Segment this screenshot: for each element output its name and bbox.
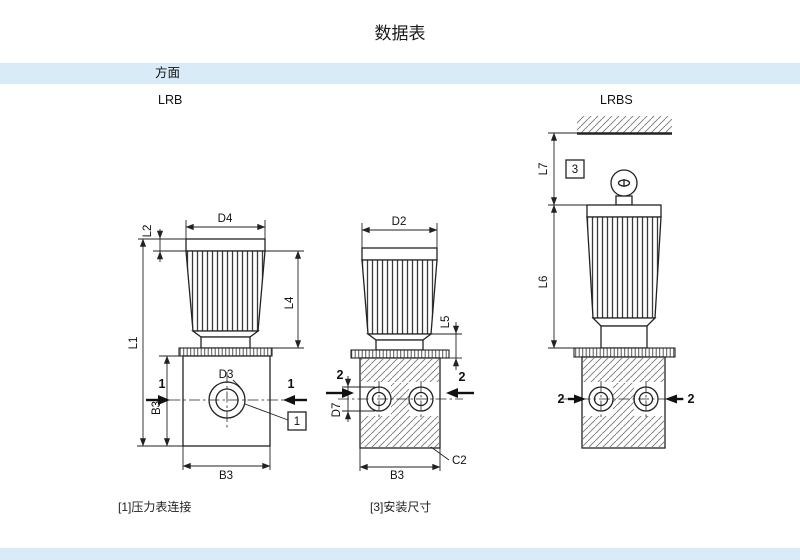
svg-text:B3: B3 (390, 470, 404, 482)
svg-text:L6: L6 (538, 276, 550, 289)
section-mark-2-right-mid: 2 (446, 370, 474, 398)
dim-l5: L5 (431, 316, 462, 370)
lrbs-section-hatch (583, 358, 664, 447)
dim-d2: D2 (361, 216, 438, 248)
dim-b3-bottom-lrb: B3 (182, 446, 271, 482)
dim-d3: D3 (219, 369, 241, 388)
ref-box-mount: 3 (565, 159, 585, 179)
svg-text:L4: L4 (284, 296, 296, 309)
lrb-section-hatch (361, 359, 439, 447)
note-mounting-dims: [3]安装尺寸 (370, 500, 432, 514)
lrbs-mounting-wall (577, 116, 672, 135)
svg-text:L7: L7 (538, 163, 550, 176)
lrbs-knob (586, 204, 662, 349)
figure-label-lrb: LRB (158, 93, 183, 107)
svg-text:L5: L5 (440, 316, 452, 329)
section-mark-2-left-lrbs: 2 (558, 392, 586, 406)
lrb-section-flange (350, 349, 450, 359)
svg-text:D2: D2 (392, 216, 407, 228)
svg-text:2: 2 (688, 392, 695, 406)
section-mark-2-right-lrbs: 2 (665, 392, 695, 406)
section-mark-1-left: 1 (146, 377, 170, 405)
dim-l6: L6 (538, 204, 574, 349)
lrb-section-knob (361, 247, 438, 351)
page-title: 数据表 (374, 24, 426, 43)
svg-text:2: 2 (459, 370, 466, 384)
svg-text:D7: D7 (331, 403, 343, 418)
svg-text:D3: D3 (219, 369, 234, 381)
svg-text:3: 3 (572, 164, 578, 176)
svg-text:2: 2 (337, 368, 344, 382)
svg-text:L2: L2 (142, 225, 154, 238)
svg-text:1: 1 (159, 377, 166, 391)
lrbs-view: L7 3 L6 2 2 (538, 116, 695, 449)
note-gauge-connection: [1]压力表连接 (118, 500, 192, 514)
section-header-band: 方面 (0, 63, 800, 84)
footer-band (0, 548, 800, 560)
lrb-section-view: D2 L5 D7 2 2 (326, 216, 474, 482)
section-header-label: 方面 (155, 66, 181, 80)
section-mark-1-right: 1 (283, 377, 307, 405)
svg-text:1: 1 (294, 416, 300, 428)
lrb-flange (178, 347, 273, 357)
lrbs-flange (573, 347, 676, 358)
lrb-knob (185, 238, 266, 349)
svg-text:D4: D4 (218, 213, 233, 225)
dim-d4: D4 (185, 213, 266, 239)
figure-label-lrbs: LRBS (600, 93, 633, 107)
svg-text:B3: B3 (151, 401, 163, 415)
dim-l2: L2 (138, 225, 186, 262)
svg-text:2: 2 (558, 392, 565, 406)
svg-text:C2: C2 (452, 455, 467, 467)
dim-c2: C2 (430, 446, 467, 467)
ref-box-gauge: 1 (244, 403, 307, 431)
lrbs-lock-knob (610, 169, 638, 206)
svg-text:1: 1 (288, 377, 295, 391)
section-mark-2-left-mid: 2 (326, 368, 354, 398)
lrb-front-view: D4 L2 L1 L4 B3 (128, 213, 307, 482)
dim-l4: L4 (265, 250, 304, 349)
dim-l1: L1 (128, 238, 183, 447)
svg-text:L1: L1 (128, 337, 140, 350)
svg-text:B3: B3 (219, 470, 233, 482)
dim-b3-bottom-mid: B3 (359, 448, 441, 482)
